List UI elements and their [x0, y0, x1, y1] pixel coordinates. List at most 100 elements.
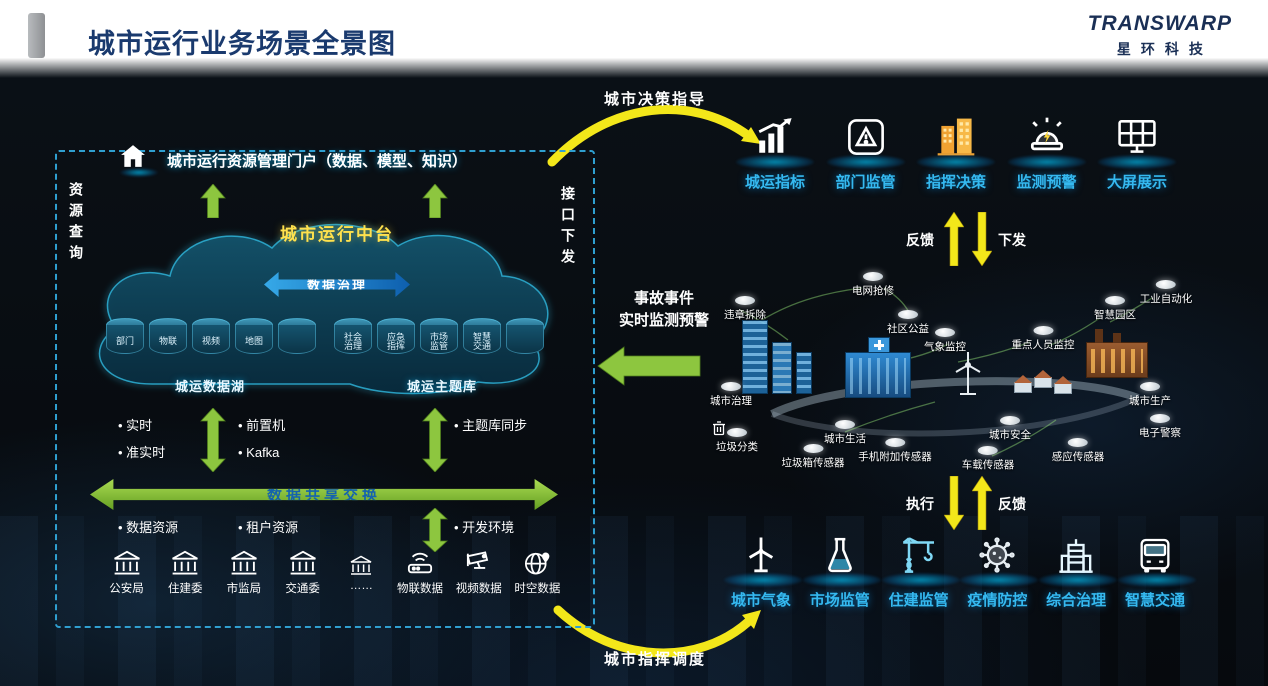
tower-crane-icon [902, 537, 934, 573]
bullet-item: 数据资源 [118, 514, 178, 541]
service-label: 综合治理 [1046, 592, 1107, 609]
database-cylinder [278, 318, 319, 358]
sensor-node [721, 382, 741, 391]
icon-glow-platform [1117, 573, 1196, 587]
scene-bubble-label: 电网抢修 [852, 285, 894, 297]
service-label: 城运指标 [744, 174, 805, 191]
icon-glow-platform [826, 155, 905, 169]
resource-query-label: 资源查询 [68, 182, 84, 266]
bullet-item: 准实时 [118, 439, 165, 466]
sensor-node [1140, 382, 1160, 391]
source-item: 住建委 [157, 546, 214, 596]
slide-header: 城市运行业务场景全景图 TRANSWARP 星环科技 [0, 0, 1268, 78]
city-skyline-backdrop [0, 516, 1268, 686]
scene-bubble-label: 感应传感器 [1051, 451, 1105, 463]
scene-bubble: 垃圾分类 [716, 428, 758, 454]
source-item: 物联数据 [392, 546, 449, 596]
sensor-node [863, 272, 883, 281]
bus-icon [1140, 538, 1170, 573]
data-lake-group: 部门 物联 视频 地图 [106, 318, 319, 358]
scene-bubble-label: 电子警察 [1139, 427, 1181, 439]
source-label: 交通委 [285, 583, 320, 595]
command-dispatch-label: 城市指挥调度 [603, 651, 706, 668]
scene-bubble-label: 城市生活 [824, 433, 866, 445]
scene-bubble: 城市治理 [710, 382, 752, 408]
bank-icon [231, 550, 257, 575]
home-icon-wrap [120, 144, 158, 177]
service-item: 住建监管 [881, 528, 960, 610]
scene-bubble: 感应传感器 [1051, 438, 1105, 464]
source-label: 住建委 [167, 583, 203, 595]
service-label: 部门监管 [835, 174, 896, 191]
sensor-node [1033, 326, 1053, 335]
source-label: …… [349, 580, 373, 592]
geo-globe-icon [525, 552, 550, 575]
up-arrow [422, 184, 448, 218]
scene-bubble-label: 城市治理 [710, 395, 752, 407]
database-cylinder: 视频 [192, 318, 233, 358]
portal-title: 城市运行资源管理门户（数据、模型、知识） [167, 153, 468, 170]
bullet-item: 主题库同步 [454, 412, 527, 439]
bullet-item: Kafka [238, 439, 285, 466]
scene-bubble: 违章拆除 [724, 296, 766, 322]
scene-bubble: 重点人员监控 [1012, 326, 1075, 352]
icon-glow-platform [120, 168, 158, 177]
service-item: 部门监管 [824, 110, 908, 192]
iot-router-icon [407, 552, 433, 574]
bullet-item: 租户资源 [238, 514, 298, 541]
service-label: 指挥决策 [925, 174, 986, 191]
source-label: 公安局 [109, 583, 144, 595]
execute-label: 执行 [906, 496, 934, 512]
service-label: 住建监管 [888, 592, 949, 609]
scene-bubble: 垃圾箱传感器 [782, 444, 845, 470]
service-item: 监测预警 [1005, 110, 1089, 192]
sync-bullets-col2: 前置机 Kafka [238, 412, 285, 466]
scene-bubble: 城市生活 [824, 420, 866, 446]
database-cylinder: 物联 [149, 318, 190, 358]
icon-glow-platform [881, 573, 960, 587]
page-title: 城市运行业务场景全景图 [88, 29, 396, 59]
scene-bubble-label: 垃圾分类 [716, 441, 758, 453]
db-label: 物联 [158, 336, 177, 347]
source-item: 公安局 [98, 546, 155, 596]
feedback-bottom-label: 反馈 [998, 496, 1026, 512]
incident-alert-arrow [597, 346, 701, 386]
db-label: 智慧交通 [472, 331, 491, 351]
civic-building-icon [1059, 539, 1093, 573]
scene-bubble: 电子警察 [1139, 414, 1181, 440]
db-label: 应急指挥 [386, 331, 405, 351]
bank-icon [172, 550, 199, 575]
scene-bubble-label: 垃圾箱传感器 [781, 457, 845, 469]
brand-logo: TRANSWARP 星环科技 [1088, 12, 1232, 59]
source-item: 视频数据 [450, 546, 507, 596]
icon-glow-platform [1098, 155, 1176, 169]
decision-guide-label: 城市决策指导 [603, 91, 706, 108]
db-label: 地图 [244, 336, 263, 347]
house-illustration [1014, 375, 1032, 393]
double-arrow [422, 408, 448, 472]
database-cylinder: 部门 [106, 318, 147, 358]
hospital-building-illustration [845, 337, 911, 398]
data-lake-label: 城运数据湖 [174, 379, 245, 394]
house-illustration [1054, 376, 1072, 394]
feedback-up-arrow [944, 212, 964, 266]
scene-bubble-label: 手机附加传感器 [858, 451, 932, 463]
bullet-item: 前置机 [238, 412, 285, 439]
middle-platform-title: 城市运行中台 [280, 225, 394, 244]
bottom-services-row: 城市气象 市场监管 住建监管 疫情防控 综合治理 智慧交通 [724, 528, 1196, 610]
big-screen-icon [1118, 120, 1156, 153]
top-services-row: 城运指标 部门监管 指挥决策 监测预警 大屏展示 [733, 110, 1179, 192]
warning-panel-icon [847, 119, 884, 155]
theme-db-label: 城运主题库 [406, 379, 477, 394]
sensor-node [1068, 438, 1088, 447]
double-arrow [422, 508, 448, 552]
db-label: 社会治理 [343, 331, 362, 351]
scene-bubble: 手机附加传感器 [858, 438, 932, 464]
sensor-node [978, 446, 998, 455]
icon-glow-platform [802, 573, 881, 587]
feedback-up-arrow [972, 476, 992, 530]
road-loop [770, 377, 1140, 437]
source-item: 交通委 [274, 546, 331, 596]
db-label: 市场监管 [429, 331, 448, 351]
